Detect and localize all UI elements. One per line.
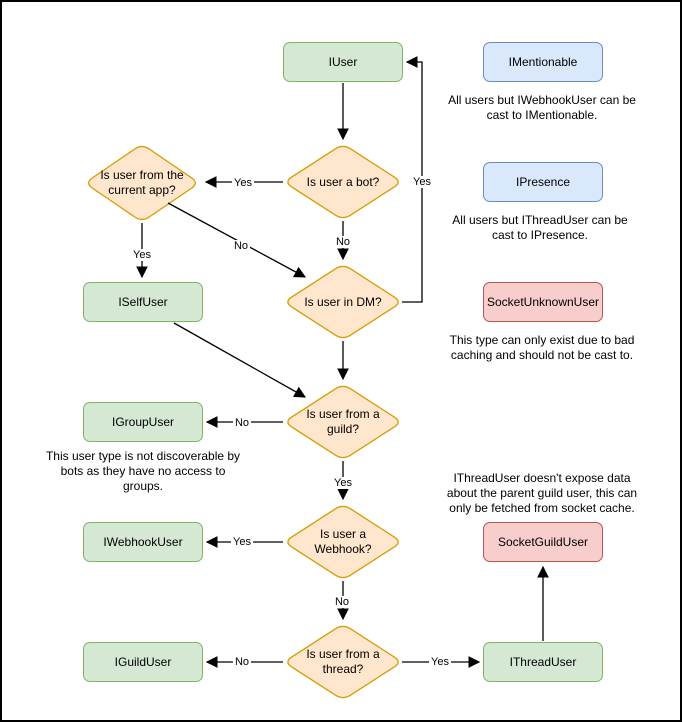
decision-is-current-app-label: Is user from the current app? [100, 168, 184, 197]
decision-is-current-app-shape [88, 145, 196, 221]
node-ithreaduser-label: IThreadUser [509, 655, 577, 669]
decision-is-guild-label: Is user from a guild? [306, 407, 380, 436]
node-iuser: IUser [283, 42, 403, 82]
note-imentionable: All users but IWebhookUser can be cast t… [448, 93, 636, 122]
edge-label-current-app-no: No [231, 240, 251, 252]
decision-is-bot-shape [287, 145, 399, 219]
decision-is-guild-shape [287, 385, 399, 459]
node-imentionable-label: IMentionable [508, 55, 578, 69]
edge-label-bot-no: No [333, 236, 353, 248]
node-ipresence: IPresence [483, 162, 603, 202]
node-iselfuser: ISelfUser [83, 282, 203, 322]
edge-label-dm-yes: Yes [411, 176, 433, 188]
decision-is-thread-shape [287, 625, 399, 699]
node-imentionable: IMentionable [483, 42, 603, 82]
node-iselfuser-label: ISelfUser [118, 295, 168, 309]
node-ithreaduser: IThreadUser [483, 642, 603, 682]
decision-is-dm-label: Is user in DM? [304, 294, 382, 309]
note-ithreaduser: IThreadUser doesn't expose data about th… [446, 471, 638, 515]
note-igroupuser: This user type is not discoverable by bo… [45, 449, 241, 493]
node-ipresence-label: IPresence [515, 175, 571, 189]
node-socketunknownuser: SocketUnknownUser [483, 282, 603, 322]
edge-label-thread-yes: Yes [429, 656, 451, 668]
edge-label-current-app-yes: Yes [131, 249, 153, 261]
edge-label-webhook-yes: Yes [231, 536, 253, 548]
decision-is-bot-label: Is user a bot? [306, 174, 380, 189]
note-ipresence: All users but IThreadUser can be cast to… [452, 213, 628, 242]
node-igroupuser-label: IGroupUser [111, 415, 175, 429]
node-iguilduser-label: IGuildUser [114, 655, 172, 669]
node-iwebhookuser: IWebhookUser [83, 522, 203, 562]
edge-label-guild-no: No [232, 417, 252, 429]
node-socketguilduser: SocketGuildUser [483, 522, 603, 562]
node-iwebhookuser-label: IWebhookUser [103, 535, 183, 549]
node-socketguilduser-label: SocketGuildUser [497, 535, 589, 549]
decision-is-webhook-label: Is user a Webhook? [314, 527, 372, 556]
edge-label-bot-yes: Yes [232, 177, 254, 189]
edge-iselfuser-to-isguild [173, 322, 307, 398]
edge-label-guild-yes: Yes [332, 477, 354, 489]
note-socketunknownuser: This type can only exist due to bad cach… [449, 333, 635, 362]
node-igroupuser: IGroupUser [83, 402, 203, 442]
decision-is-thread-label: Is user from a thread? [306, 647, 380, 676]
decision-is-dm-shape [287, 265, 399, 339]
node-iuser-label: IUser [328, 55, 358, 69]
node-iguilduser: IGuildUser [83, 642, 203, 682]
decision-is-webhook-shape [287, 505, 399, 579]
edge-label-webhook-no: No [332, 596, 352, 608]
node-socketunknownuser-label: SocketUnknownUser [486, 295, 600, 309]
edge-label-thread-no: No [232, 656, 252, 668]
